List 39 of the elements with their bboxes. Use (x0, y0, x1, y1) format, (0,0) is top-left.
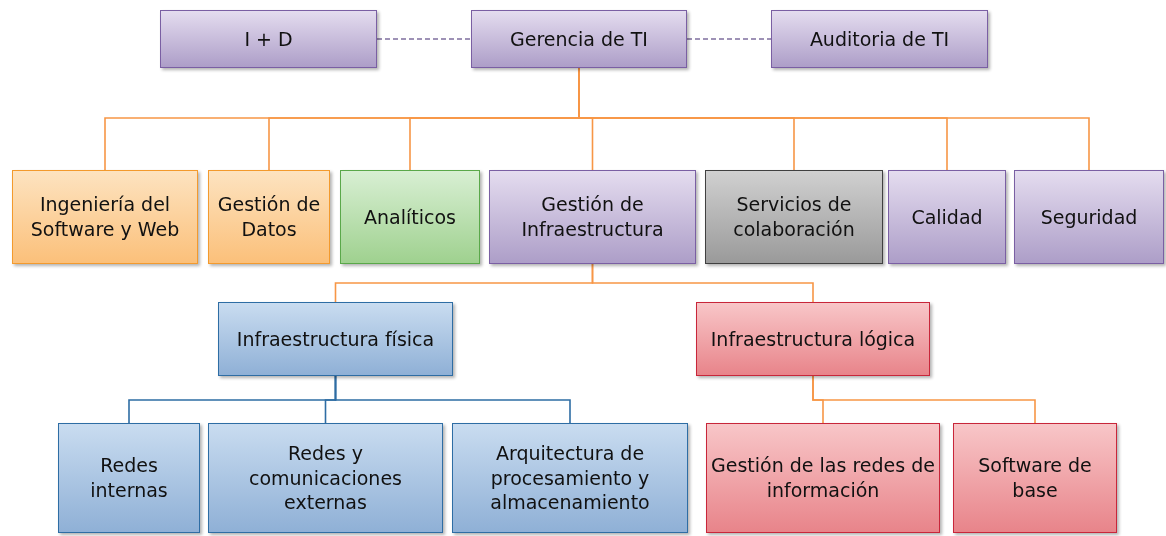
org-box (489, 170, 696, 264)
connector-line (812, 375, 1036, 424)
box-label: Analíticos (363, 204, 457, 230)
box-label: Arquitectura de procesamiento y almacenamiento (489, 440, 651, 516)
box-label: I + D (243, 26, 294, 52)
org-box (208, 423, 443, 533)
org-box (160, 10, 377, 68)
org-box (771, 10, 988, 68)
box-label: Software de base (977, 453, 1093, 503)
org-box (58, 423, 200, 533)
box-label: Calidad (910, 204, 984, 230)
box-label: Servicios de colaboración (732, 192, 856, 242)
org-box (340, 170, 480, 264)
org-box (888, 170, 1006, 264)
box-label: Gerencia de TI (509, 26, 649, 52)
box-label: Seguridad (1039, 204, 1139, 230)
org-box (705, 170, 883, 264)
org-box (953, 423, 1117, 533)
connector-line (334, 375, 571, 424)
box-label: Gestión de Infraestructura (520, 192, 665, 242)
box-label: Infraestructura lógica (709, 326, 917, 352)
org-box (1014, 170, 1164, 264)
connector-line (686, 38, 772, 40)
connector-line (376, 38, 472, 40)
org-box (218, 302, 453, 376)
org-box (706, 423, 940, 533)
box-label: Auditoria de TI (808, 26, 951, 52)
box-label: Redes y comunicaciones externas (248, 440, 403, 516)
org-box (12, 170, 198, 264)
org-box (452, 423, 688, 533)
org-box (471, 10, 687, 68)
org-box (208, 170, 330, 264)
box-label: Gestión de Datos (216, 192, 322, 242)
box-label: Infraestructura física (235, 326, 436, 352)
org-box (696, 302, 930, 376)
box-label: Redes internas (89, 453, 169, 503)
connector-line (591, 263, 814, 303)
box-label: Ingeniería del Software y Web (29, 192, 181, 242)
box-label: Gestión de las redes de información (710, 453, 936, 503)
